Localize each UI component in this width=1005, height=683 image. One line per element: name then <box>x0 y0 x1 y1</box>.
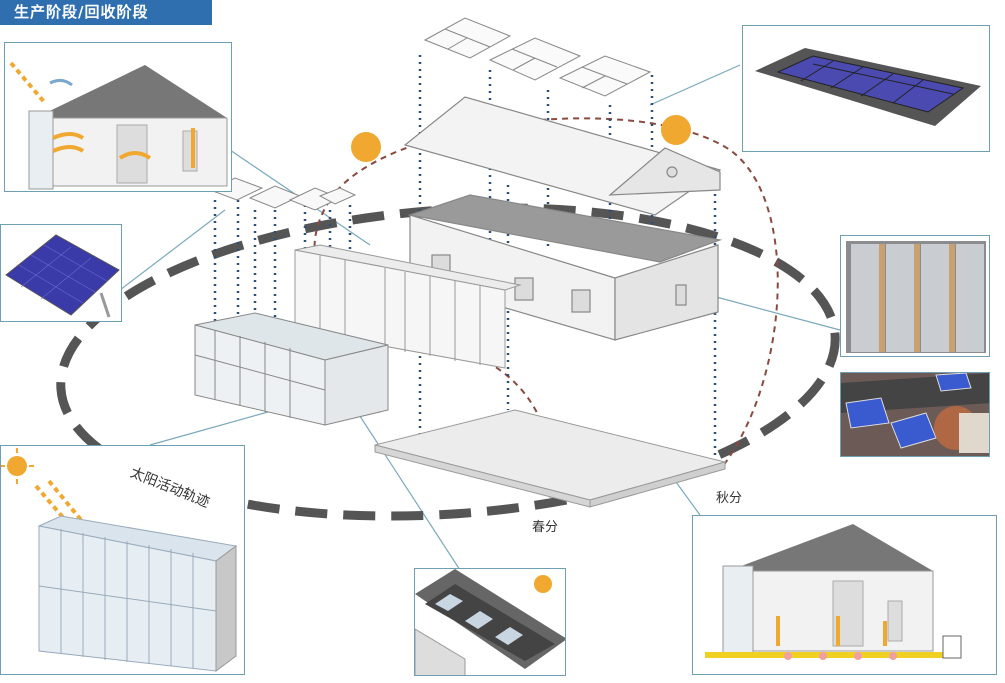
sunspace <box>194 312 389 426</box>
stage-title: 生产阶段/回收阶段 <box>0 0 212 25</box>
main-building <box>407 194 723 341</box>
callout-sunspace-roof <box>414 568 566 676</box>
spring-equinox-label: 春分 <box>532 520 559 535</box>
roof-solar-panels <box>423 17 652 97</box>
sunspace-panels <box>208 177 357 211</box>
callout-house-section-bottom <box>692 515 997 675</box>
callout-insulation-wall <box>840 235 990 357</box>
callout-house-section-top <box>4 42 232 192</box>
callout-roof-pv-array <box>742 25 990 152</box>
gable-roof <box>403 96 722 216</box>
autumn-equinox-label: 秋分 <box>716 491 743 506</box>
sun-path-ellipse <box>56 203 840 521</box>
sun-icon <box>351 132 381 162</box>
sun-icon <box>661 115 691 145</box>
callout-sunspace-detail <box>0 445 245 675</box>
callout-roof-pv-detail <box>840 372 990 457</box>
callout-solar-panel <box>0 224 122 322</box>
foundation-slab <box>374 409 727 508</box>
